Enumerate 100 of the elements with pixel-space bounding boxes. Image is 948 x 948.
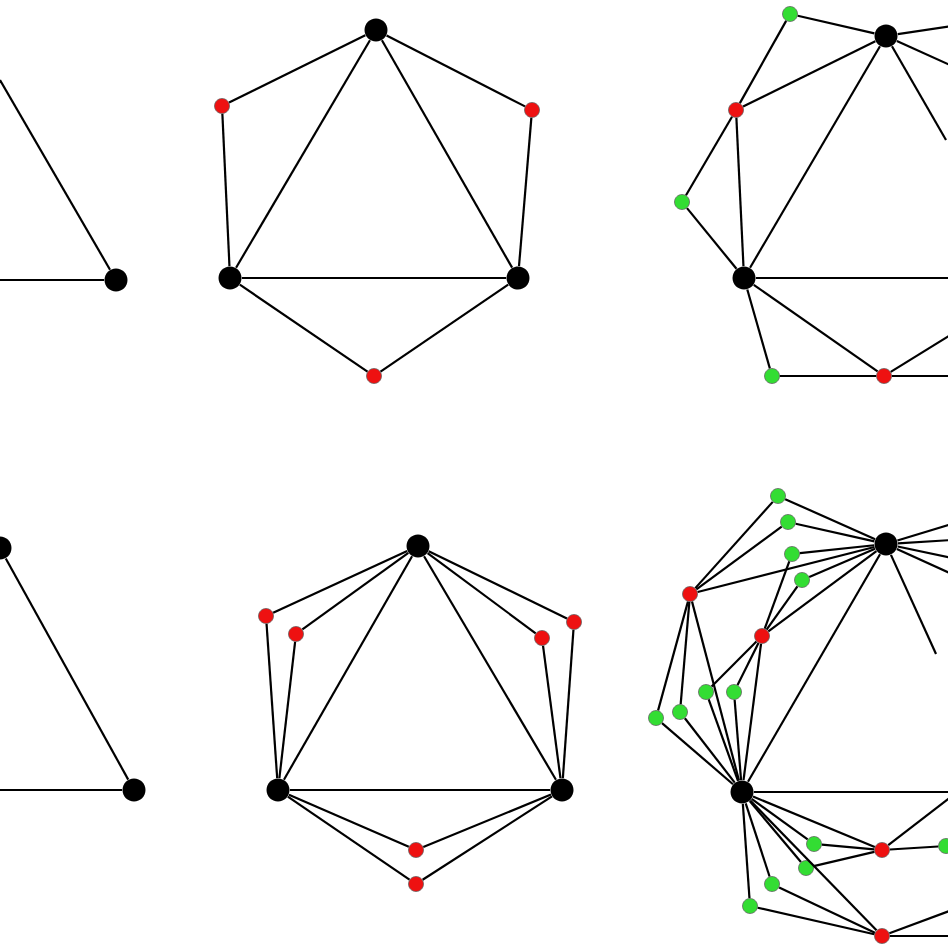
vertex — [682, 586, 698, 602]
edge-line — [753, 790, 948, 794]
edge-line — [0, 788, 123, 792]
vertex — [218, 266, 242, 290]
edge-line — [235, 39, 371, 269]
vertex — [366, 368, 382, 384]
edge-line — [897, 24, 948, 36]
vertex — [938, 838, 948, 854]
vertex — [550, 778, 574, 802]
vertex — [782, 6, 798, 22]
edge-line — [426, 552, 537, 635]
vertex — [266, 778, 290, 802]
edge-line — [221, 113, 231, 267]
edge-line — [733, 699, 743, 781]
edge-line — [661, 722, 734, 786]
vertex — [784, 546, 800, 562]
edge-line — [741, 803, 751, 899]
edge-line — [797, 14, 875, 35]
edge-line — [753, 283, 879, 373]
edge-line — [778, 886, 876, 934]
vertex — [258, 608, 274, 624]
edge-line — [541, 645, 562, 779]
vertex — [408, 876, 424, 892]
edge-line — [228, 34, 366, 104]
edge-line — [265, 623, 279, 779]
vertex — [0, 536, 12, 560]
edge-line — [748, 800, 802, 863]
edge-line — [742, 40, 876, 108]
vertex — [794, 572, 810, 588]
vertex — [698, 684, 714, 700]
vertex — [874, 532, 898, 556]
edge-line — [891, 45, 947, 141]
edge-line — [684, 717, 736, 784]
edge-line — [749, 45, 881, 269]
vertex — [566, 614, 582, 630]
edge-line — [561, 629, 575, 779]
edge-line — [799, 544, 875, 555]
vertex — [524, 102, 540, 118]
edge-line — [746, 289, 771, 369]
edge-line — [289, 788, 551, 792]
edge-line — [0, 79, 111, 271]
edge-line — [742, 643, 763, 781]
vertex — [754, 628, 770, 644]
vertex — [806, 836, 822, 852]
edge-line — [282, 555, 414, 781]
edge-line — [735, 117, 745, 267]
vertex — [780, 514, 796, 530]
edge-line — [278, 641, 297, 779]
edge-line — [517, 117, 533, 267]
edge-line — [685, 116, 733, 196]
edge-line — [287, 795, 411, 881]
edge-line — [889, 908, 948, 935]
edge-line — [241, 276, 507, 280]
vertex — [730, 780, 754, 804]
vertex — [764, 368, 780, 384]
vertex — [726, 684, 742, 700]
vertex — [104, 268, 128, 292]
vertex — [798, 860, 814, 876]
edge-line — [239, 283, 369, 373]
vertex — [648, 710, 664, 726]
edge-line — [288, 793, 410, 848]
edge-line — [744, 802, 771, 877]
edge-line — [889, 845, 939, 851]
vertex — [408, 842, 424, 858]
edge-line — [301, 552, 409, 631]
edge-line — [784, 498, 876, 541]
edge-line — [751, 798, 809, 841]
edge-line — [736, 642, 760, 686]
edge-line — [423, 555, 557, 781]
edge-line — [422, 793, 552, 849]
edge-line — [738, 20, 788, 104]
edge-line — [821, 843, 875, 851]
vertex — [732, 266, 756, 290]
edge-line — [707, 699, 739, 782]
edge-line — [897, 545, 948, 560]
edge-line — [679, 601, 691, 705]
edge-line — [896, 547, 948, 575]
edge-line — [887, 795, 948, 847]
vertex — [674, 194, 690, 210]
vertex — [874, 24, 898, 48]
edge-line — [813, 850, 875, 868]
edge-line — [428, 550, 568, 620]
edge-line — [897, 522, 948, 542]
edge-line — [686, 207, 738, 270]
vertex — [288, 626, 304, 642]
edge-line — [779, 374, 877, 378]
edge-line — [694, 501, 774, 589]
vertex — [876, 368, 892, 384]
edge-line — [272, 550, 408, 614]
edge-line — [765, 585, 799, 631]
edge-line — [896, 39, 948, 67]
vertex — [534, 630, 550, 646]
vertex — [122, 778, 146, 802]
vertex — [728, 102, 744, 118]
edge-line — [380, 39, 514, 269]
edge-line — [695, 525, 783, 591]
edge-line — [422, 795, 553, 881]
vertex — [406, 534, 430, 558]
edge-line — [889, 934, 948, 938]
edge-line — [808, 547, 876, 578]
